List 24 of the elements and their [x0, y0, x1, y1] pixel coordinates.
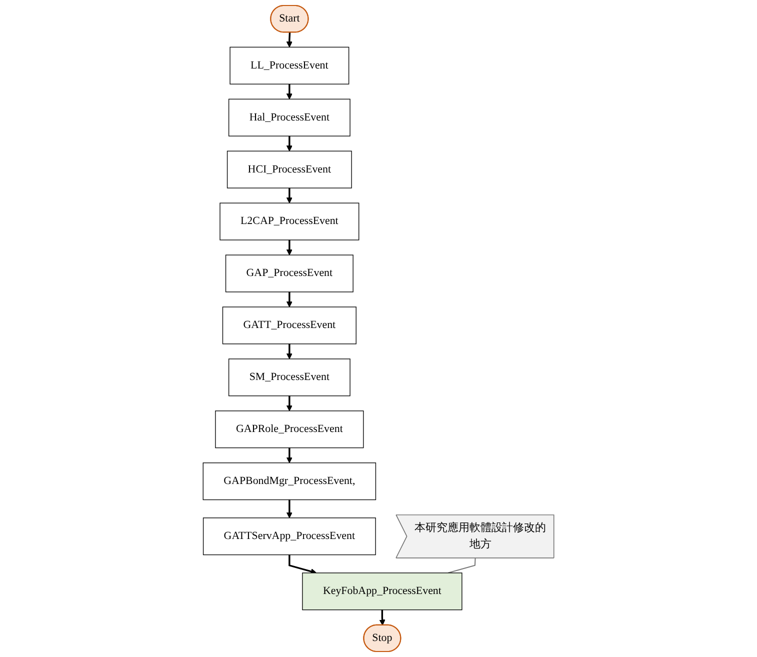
connector: [448, 558, 476, 574]
node-box: LL_ProcessEvent: [230, 46, 350, 84]
node-box: GATTServApp_ProcessEvent: [202, 518, 376, 556]
node-box: GAPRole_ProcessEvent: [215, 410, 364, 448]
arrow: [286, 292, 292, 308]
node-box: L2CAP_ProcessEvent: [220, 202, 360, 240]
arrow: [286, 84, 292, 100]
arrow: [288, 554, 317, 574]
node-box: KeyFobApp_ProcessEvent: [302, 572, 462, 610]
node-box: HCI_ProcessEvent: [226, 150, 352, 188]
node-box: SM_ProcessEvent: [228, 358, 350, 396]
node-box: GAP_ProcessEvent: [225, 254, 354, 292]
node-box: GATT_ProcessEvent: [222, 306, 356, 344]
arrow: [286, 448, 292, 464]
arrow: [379, 610, 386, 626]
arrow: [286, 188, 292, 204]
arrow: [286, 344, 292, 360]
arrow: [286, 136, 292, 152]
arrow: [286, 240, 292, 256]
node-box: Hal_ProcessEvent: [228, 98, 350, 136]
arrow: [286, 32, 292, 48]
arrow: [286, 396, 292, 412]
arrow: [286, 500, 292, 518]
node-box: GAPBondMgr_ProcessEvent,: [202, 462, 376, 500]
